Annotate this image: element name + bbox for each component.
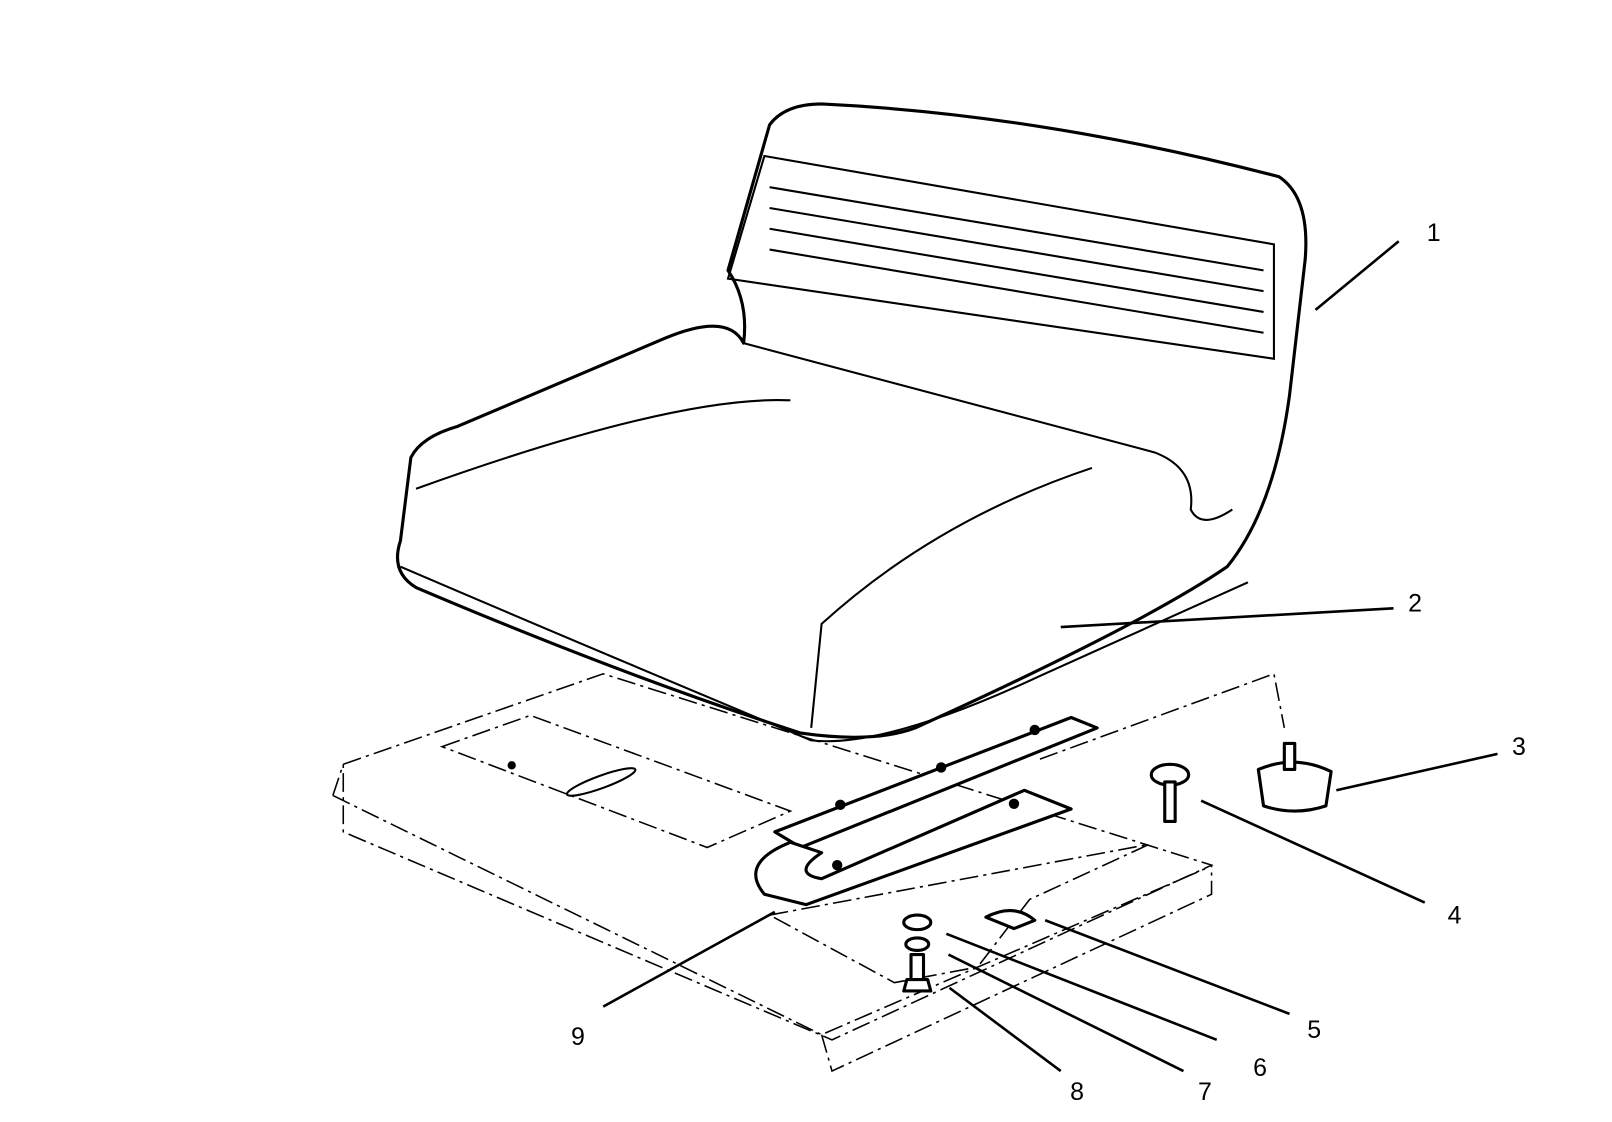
svg-text:1: 1 [1427,219,1441,247]
slot [565,767,637,797]
svg-text:5: 5 [1307,1016,1321,1044]
seat [395,102,1308,743]
svg-text:9: 9 [571,1023,585,1051]
svg-text:2: 2 [1408,589,1422,617]
svg-text:7: 7 [1198,1078,1212,1106]
carriage-bolt [1149,762,1191,824]
svg-text:8: 8 [1070,1078,1084,1106]
callout-4: 4 [1200,799,1462,929]
seat-grille [769,186,1264,334]
callout-7: 7 [947,953,1212,1106]
svg-text:3: 3 [1512,733,1526,761]
callout-8: 8 [948,986,1084,1106]
svg-text:4: 4 [1448,901,1462,929]
callout-9: 9 [571,910,776,1051]
mounting-plate [332,673,1214,1073]
seat-bracket [754,672,1286,907]
callout-6: 6 [945,932,1267,1082]
callout-5: 5 [1044,919,1321,1044]
nut [984,909,1037,931]
washer-stack [902,913,933,993]
callout-1: 1 [1314,219,1441,311]
svg-text:6: 6 [1253,1054,1267,1082]
callout-3: 3 [1336,733,1526,792]
rubber-bumper [1256,741,1333,813]
callout-2: 2 [1060,589,1422,629]
